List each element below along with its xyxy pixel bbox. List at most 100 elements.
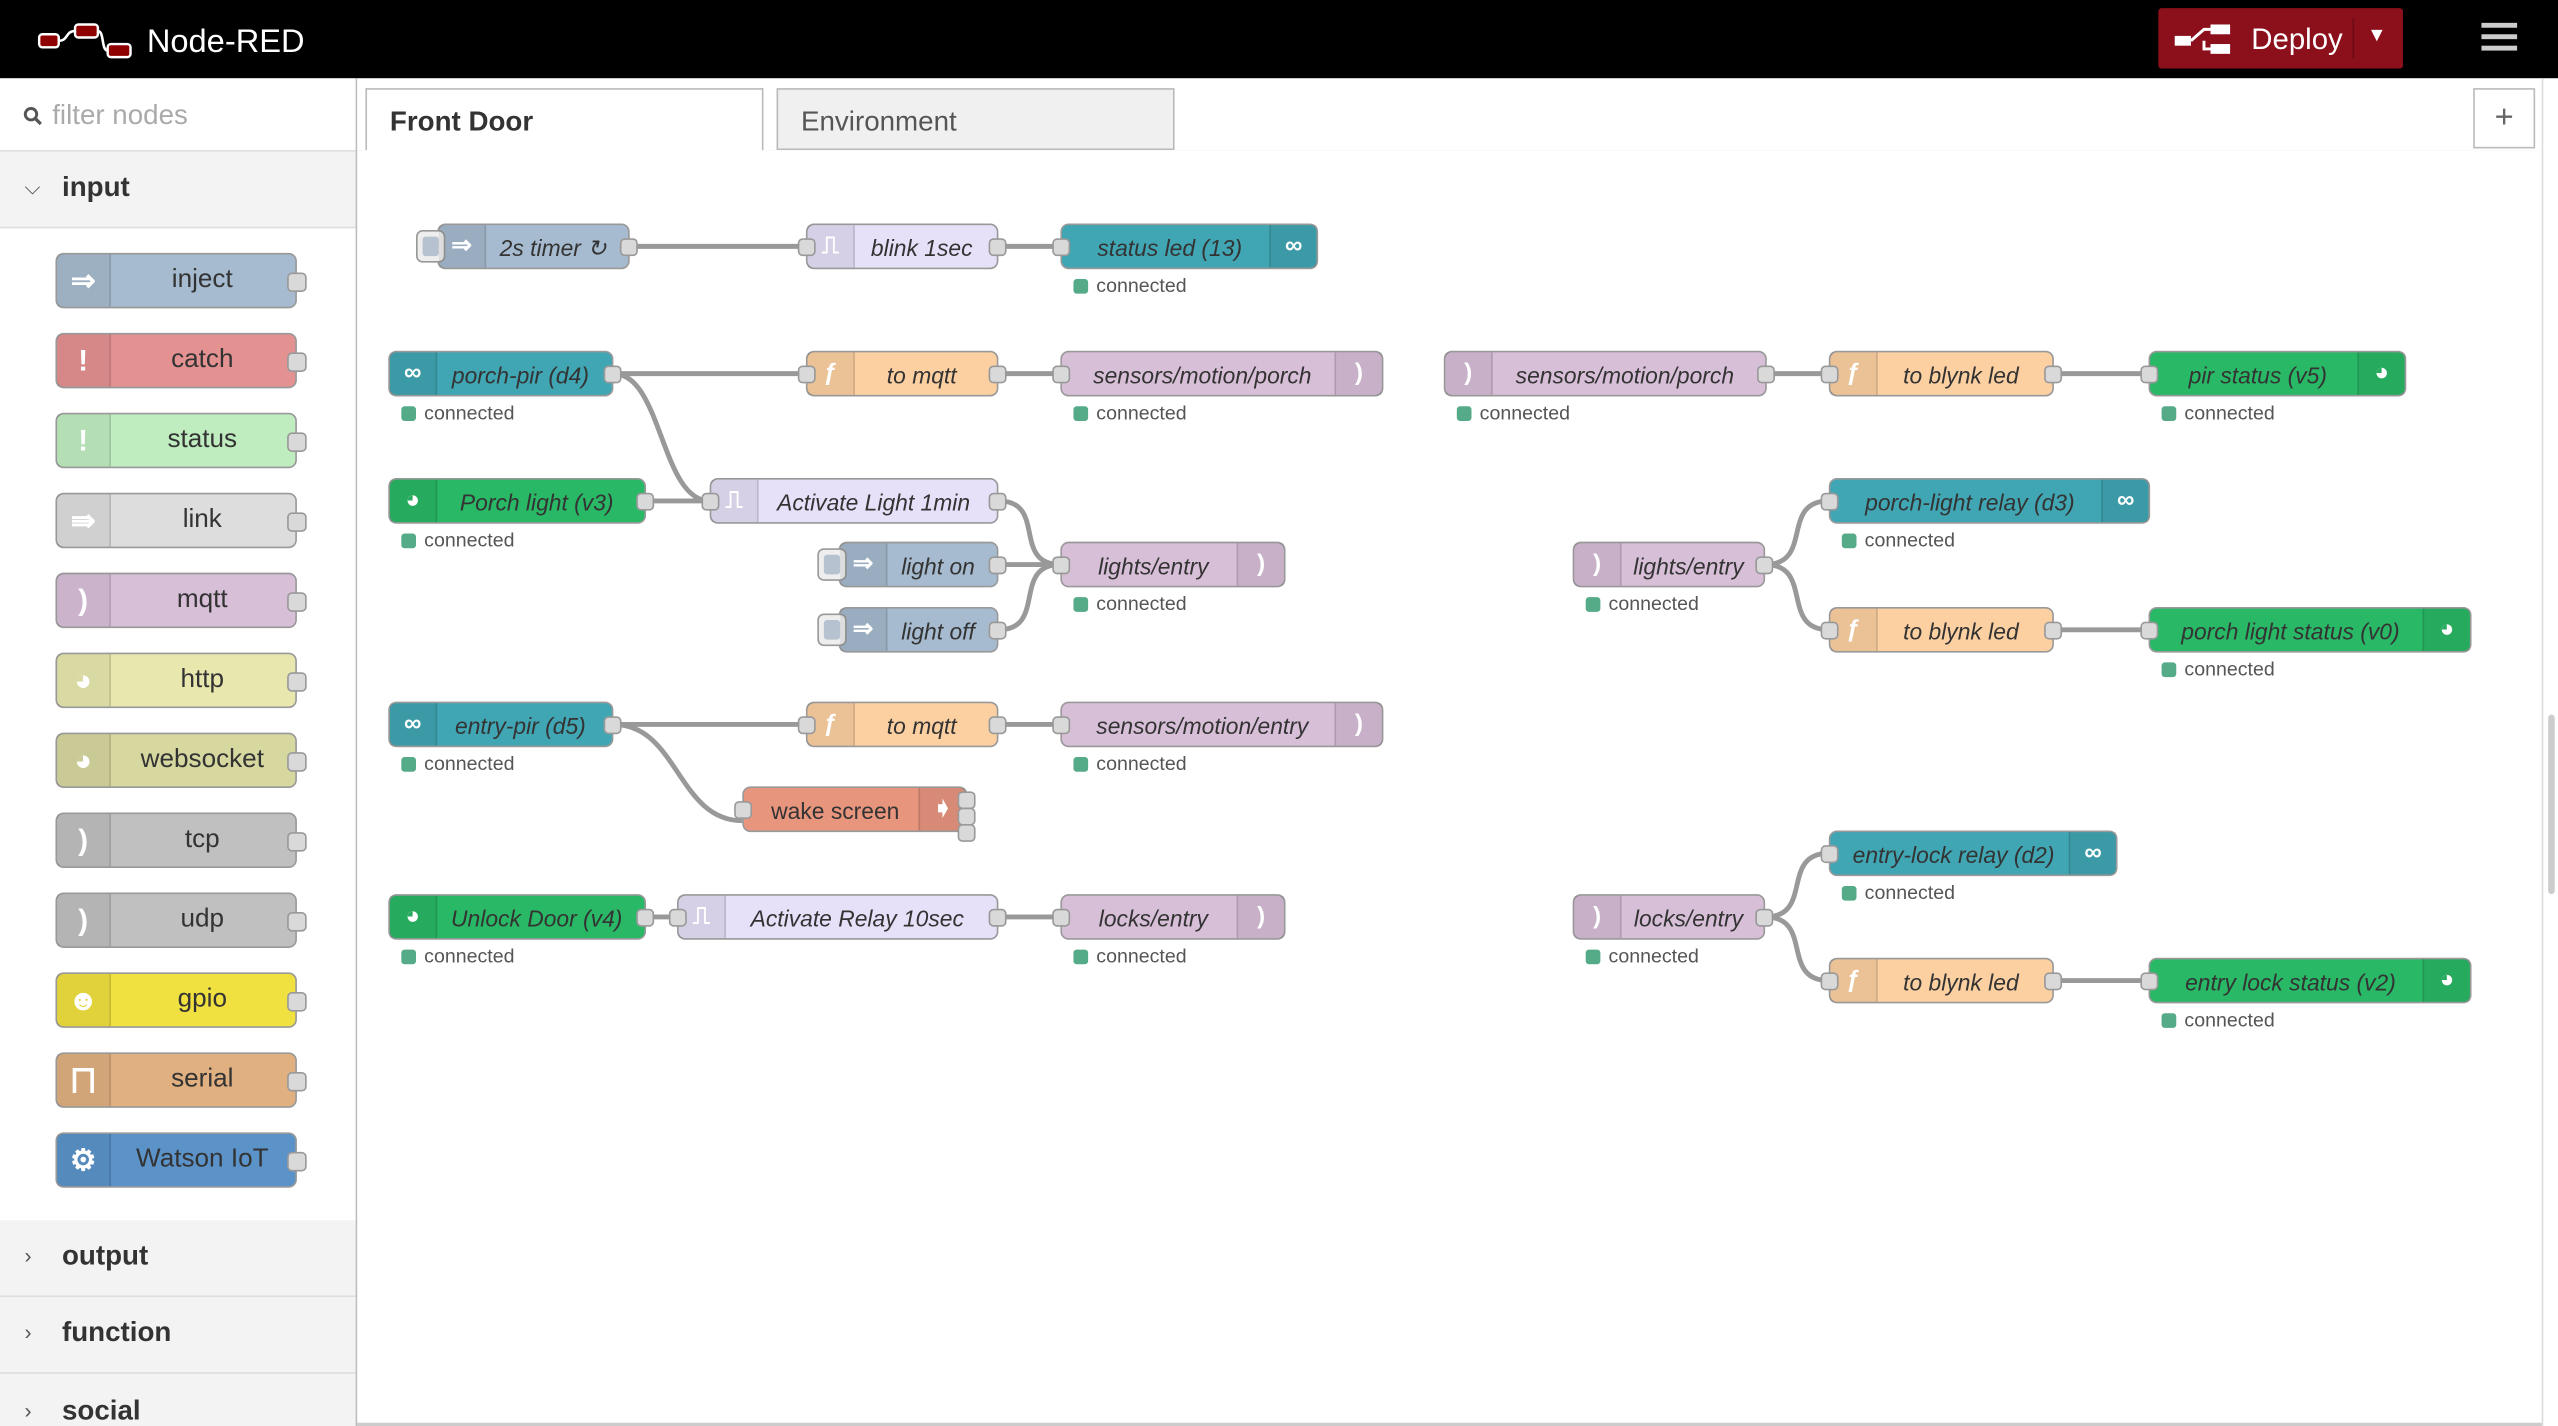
output-port[interactable]	[287, 752, 307, 772]
output-port[interactable]	[619, 238, 638, 257]
output-port[interactable]	[2044, 972, 2063, 991]
output-port[interactable]	[1755, 908, 1774, 927]
output-port[interactable]	[957, 807, 976, 826]
flow-node-light-off[interactable]: ⇒light off	[817, 606, 1007, 653]
output-port[interactable]	[287, 512, 307, 532]
add-tab-button[interactable]: +	[2473, 88, 2536, 149]
flow-node-entry-pir-d5[interactable]: ∞entry-pir (d5)	[388, 701, 622, 748]
input-port[interactable]	[1820, 492, 1839, 511]
output-port[interactable]	[1755, 556, 1774, 575]
output-port[interactable]	[287, 1151, 307, 1172]
category-header-input[interactable]: ⌵ input	[0, 151, 356, 229]
output-port[interactable]	[988, 908, 1007, 927]
palette-node-websocket[interactable]: ◕websocket	[55, 732, 307, 789]
palette-node-status[interactable]: !status	[55, 412, 307, 469]
flow-node-entry-lock-relay-d2[interactable]: ∞entry-lock relay (d2)	[1820, 830, 2118, 877]
palette-node-mqtt[interactable]: )mqtt	[55, 572, 307, 629]
output-port[interactable]	[988, 716, 1007, 735]
flow-node-unlock-door-v4[interactable]: ◕Unlock Door (v4)	[388, 894, 655, 940]
flow-node-wake-screen[interactable]: ➧wake screen	[734, 786, 976, 842]
palette-node-udp[interactable]: )udp	[55, 892, 307, 948]
flow-node-locks-entry[interactable]: )locks/entry	[1052, 894, 1286, 940]
output-port[interactable]	[287, 352, 307, 373]
flow-canvas[interactable]: ⇒2s timer ↻⎍blink 1sec∞status led (13)co…	[357, 150, 2542, 1423]
palette-node-link[interactable]: ⇛link	[55, 492, 307, 549]
palette-node-serial[interactable]: ⨅serial	[55, 1052, 307, 1108]
output-port[interactable]	[603, 716, 622, 735]
output-port[interactable]	[287, 672, 307, 692]
flow-node-entry-lock-status-v2[interactable]: ◕entry lock status (v2)	[2140, 957, 2472, 1004]
output-port[interactable]	[287, 912, 307, 932]
output-port[interactable]	[287, 432, 307, 452]
flow-node-locks-entry[interactable]: )locks/entry	[1572, 894, 1774, 940]
output-port[interactable]	[957, 823, 976, 842]
input-port[interactable]	[2140, 365, 2159, 384]
input-port[interactable]	[797, 365, 816, 384]
hamburger-menu-icon[interactable]	[2481, 21, 2518, 54]
wire[interactable]	[998, 562, 1061, 633]
output-port[interactable]	[988, 556, 1007, 575]
inject-trigger-button[interactable]	[416, 230, 446, 263]
flow-node-lights-entry[interactable]: )lights/entry	[1052, 541, 1286, 588]
category-header-social[interactable]: › social	[0, 1375, 356, 1426]
wire[interactable]	[1765, 850, 1829, 920]
palette-node-inject[interactable]: ⇒inject	[55, 252, 307, 309]
palette-node-catch[interactable]: !catch	[55, 332, 307, 389]
flow-node-sensors-motion-porch[interactable]: )sensors/motion/porch	[1052, 350, 1384, 397]
flow-node-porch-light-relay-d3[interactable]: ∞porch-light relay (d3)	[1820, 478, 2151, 524]
flow-node-activate-relay-10sec[interactable]: ⎍Activate Relay 10sec	[668, 894, 1007, 940]
flow-node-porch-light-status-v0[interactable]: ◕porch light status (v0)	[2140, 606, 2472, 653]
output-port[interactable]	[636, 908, 655, 927]
output-port[interactable]	[636, 492, 655, 511]
palette-node-gpio[interactable]: ☻gpio	[55, 972, 307, 1028]
flow-node-sensors-motion-porch[interactable]: )sensors/motion/porch	[1443, 350, 1775, 397]
output-port[interactable]	[988, 365, 1007, 384]
input-port[interactable]	[1820, 845, 1839, 864]
input-port[interactable]	[1052, 238, 1071, 257]
input-port[interactable]	[1052, 365, 1071, 384]
flow-node-status-led-13[interactable]: ∞status led (13)	[1052, 223, 1319, 270]
palette-node-watson-iot[interactable]: ⚙Watson IoT	[55, 1132, 307, 1188]
output-port[interactable]	[988, 238, 1007, 257]
input-port[interactable]	[1052, 716, 1071, 735]
tab-environment[interactable]: Environment	[776, 88, 1175, 151]
flow-node-activate-light-1min[interactable]: ⎍Activate Light 1min	[701, 478, 1007, 524]
deploy-caret-icon[interactable]: ▼	[2367, 22, 2387, 46]
tab-front-door[interactable]: Front Door	[365, 88, 764, 152]
output-port[interactable]	[287, 832, 307, 852]
wire[interactable]	[1765, 562, 1829, 633]
inject-trigger-button[interactable]	[817, 613, 847, 647]
wire[interactable]	[998, 498, 1061, 567]
output-port[interactable]	[2044, 365, 2063, 384]
category-header-output[interactable]: › output	[0, 1220, 356, 1298]
wire[interactable]	[1765, 914, 1829, 984]
scrollbar-thumb[interactable]	[2548, 714, 2555, 895]
output-port[interactable]	[287, 1071, 307, 1092]
flow-node-pir-status-v5[interactable]: ◕pir status (v5)	[2140, 350, 2407, 397]
input-port[interactable]	[668, 908, 687, 927]
wire[interactable]	[613, 371, 710, 504]
inject-trigger-button[interactable]	[817, 548, 847, 581]
flow-node-sensors-motion-entry[interactable]: )sensors/motion/entry	[1052, 701, 1384, 748]
output-port[interactable]	[287, 272, 307, 293]
input-port[interactable]	[1052, 556, 1071, 575]
input-port[interactable]	[1820, 972, 1839, 991]
output-port[interactable]	[603, 365, 622, 384]
output-port[interactable]	[287, 992, 307, 1012]
flow-node-porch-pir-d4[interactable]: ∞porch-pir (d4)	[388, 350, 622, 397]
palette-node-tcp[interactable]: )tcp	[55, 812, 307, 869]
output-port[interactable]	[2044, 621, 2063, 640]
flow-node-2s-timer[interactable]: ⇒2s timer ↻	[416, 223, 638, 270]
output-port[interactable]	[1756, 365, 1775, 384]
flow-node-lights-entry[interactable]: )lights/entry	[1572, 541, 1774, 588]
input-port[interactable]	[701, 492, 720, 511]
input-port[interactable]	[2140, 972, 2159, 991]
category-header-function[interactable]: › function	[0, 1297, 356, 1374]
deploy-button[interactable]: Deploy ▼	[2158, 8, 2404, 69]
wire[interactable]	[1765, 498, 1829, 567]
output-port[interactable]	[988, 621, 1007, 640]
